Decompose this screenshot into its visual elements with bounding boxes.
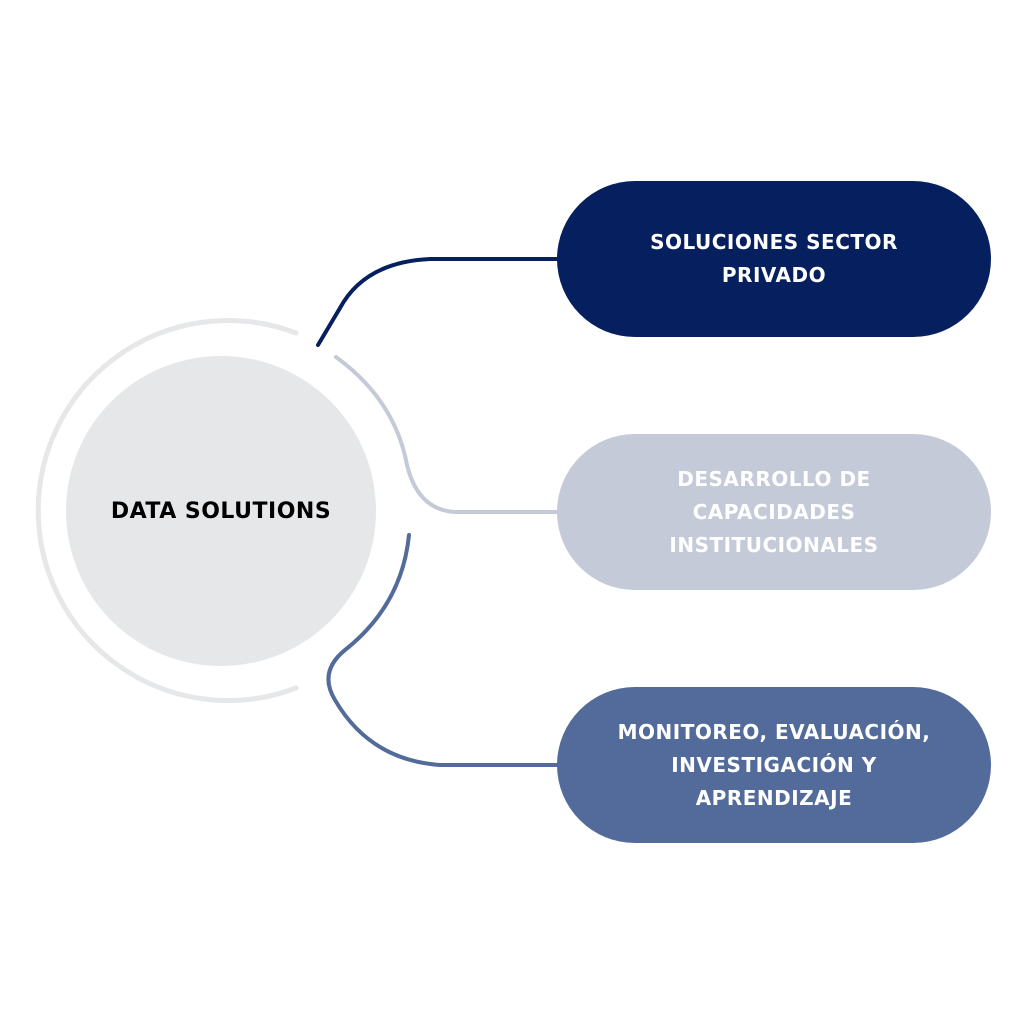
branch-label: MONITOREO, EVALUACIÓN, INVESTIGACIÓN Y A…: [617, 719, 931, 810]
connector-middle: [334, 355, 562, 514]
branch-monitoring-evaluation: MONITOREO, EVALUACIÓN, INVESTIGACIÓN Y A…: [557, 687, 991, 843]
branch-label: SOLUCIONES SECTOR PRIVADO: [650, 230, 898, 287]
center-label: DATA SOLUTIONS: [110, 498, 332, 524]
branch-label: DESARROLLO DE CAPACIDADES INSTITUCIONALE…: [669, 466, 879, 557]
branch-institutional-capacity: DESARROLLO DE CAPACIDADES INSTITUCIONALE…: [557, 434, 991, 590]
connector-bottom: [326, 533, 562, 767]
connector-top: [316, 257, 562, 347]
outer-ring-arc: [35, 318, 299, 703]
center-node: DATA SOLUTIONS: [66, 356, 376, 666]
branch-private-sector: SOLUCIONES SECTOR PRIVADO: [557, 181, 991, 337]
